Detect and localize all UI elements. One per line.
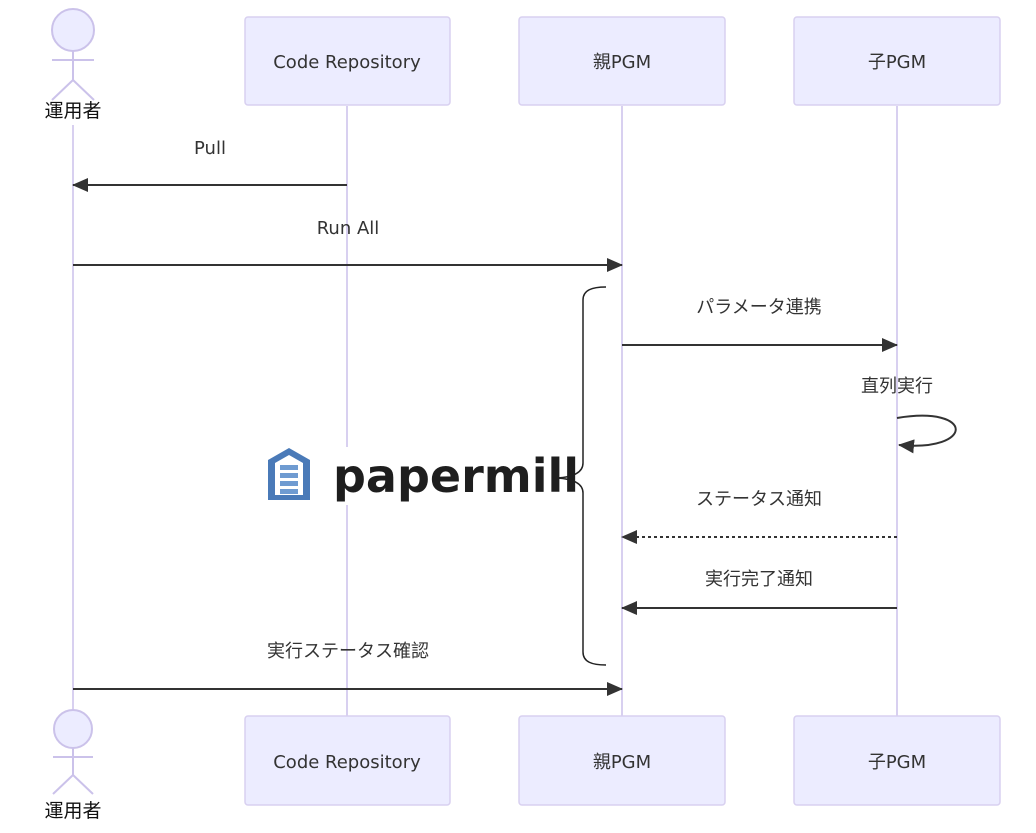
participant-label-child-top: 子PGM: [868, 52, 926, 73]
actor-figure-bottom: [52, 709, 94, 795]
participant-box-parent-bottom: [518, 715, 726, 806]
participant-box-child-bottom: [793, 715, 1001, 806]
message-label-serial: 直列実行: [861, 376, 933, 397]
group-brace: [556, 286, 607, 666]
participant-box-parent-top: [518, 16, 726, 106]
participant-box-repo-bottom: [244, 715, 451, 806]
message-label-param: パラメータ連携: [696, 297, 821, 318]
participant-box-repo-top: [244, 16, 451, 106]
papermill-logo-text: papermill: [333, 449, 579, 503]
message-label-check-status: 実行ステータス確認: [267, 641, 429, 662]
message-arrow-serial: [896, 414, 957, 454]
participant-label-parent-bottom: 親PGM: [593, 752, 651, 773]
actor-label-top: 運用者: [44, 100, 101, 122]
message-label-status-notify: ステータス通知: [696, 489, 822, 510]
participant-box-child-top: [793, 16, 1001, 106]
message-label-done-notify: 実行完了通知: [705, 569, 813, 590]
actor-label-bottom: 運用者: [44, 800, 101, 822]
participant-label-repo-bottom: Code Repository: [273, 752, 421, 773]
participant-label-parent-top: 親PGM: [593, 52, 651, 73]
message-label-run-all: Run All: [317, 218, 380, 239]
actor-figure-top: [51, 8, 95, 101]
participant-label-child-bottom: 子PGM: [868, 752, 926, 773]
participant-label-repo-top: Code Repository: [273, 52, 421, 73]
papermill-logo-icon: [268, 448, 310, 500]
message-label-pull: Pull: [194, 138, 226, 159]
